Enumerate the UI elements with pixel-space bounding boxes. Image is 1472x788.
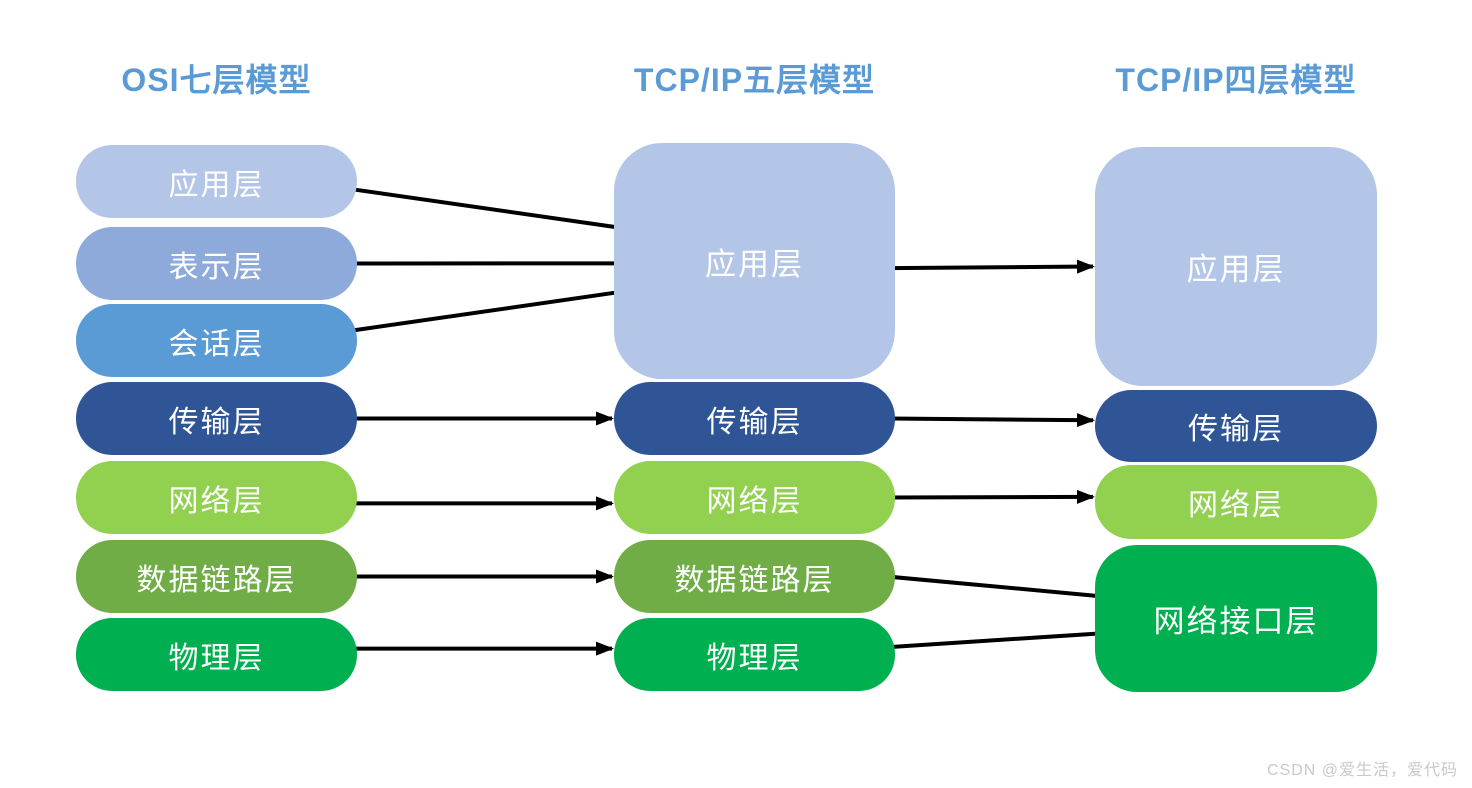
column-title-tcpip5: TCP/IP五层模型 [633, 62, 876, 98]
layer-box-osi-network: 网络层 [76, 461, 357, 534]
layer-box-osi-application: 应用层 [76, 145, 357, 218]
connector-arrow [886, 413, 1095, 428]
connector-arrow [886, 489, 1095, 504]
layer-box-t4-transport: 传输层 [1095, 390, 1377, 462]
layer-box-osi-presentation: 表示层 [76, 227, 357, 300]
layer-box-osi-datalink: 数据链路层 [76, 540, 357, 613]
layer-box-t4-network-interface: 网络接口层 [1095, 545, 1377, 692]
layer-box-t4-network: 网络层 [1095, 465, 1377, 539]
layer-box-osi-transport: 传输层 [76, 382, 357, 455]
layer-box-t5-physical: 物理层 [614, 618, 895, 691]
layer-box-t5-application: 应用层 [614, 143, 895, 379]
connector-line [348, 289, 623, 333]
layer-box-t5-transport: 传输层 [614, 382, 895, 455]
connector-line [886, 631, 1104, 650]
connector-line [348, 186, 623, 230]
layer-box-osi-physical: 物理层 [76, 618, 357, 691]
layer-box-t5-network: 网络层 [614, 461, 895, 534]
layer-box-osi-session: 会话层 [76, 304, 357, 377]
layer-box-t4-application: 应用层 [1095, 147, 1377, 386]
layer-box-t5-datalink: 数据链路层 [614, 540, 895, 613]
connector-arrow [886, 259, 1095, 274]
connector-line [886, 574, 1104, 599]
watermark: CSDN @爱生活，爱代码 [1266, 762, 1458, 779]
column-title-osi: OSI七层模型 [121, 62, 312, 98]
column-title-tcpip4: TCP/IP四层模型 [1115, 62, 1357, 98]
